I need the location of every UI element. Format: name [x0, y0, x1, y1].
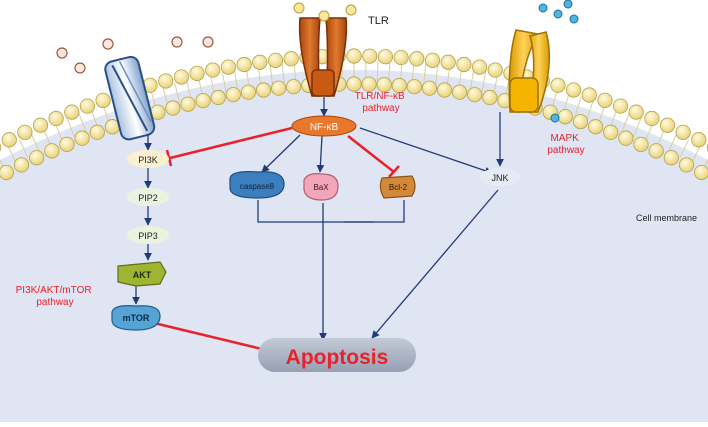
tlr-pathway-label: TLR/NF-κB pathway — [355, 91, 408, 114]
lipid-head — [634, 137, 648, 151]
lipid-head — [457, 57, 471, 71]
lipid-head — [452, 85, 466, 99]
nfkb-label: NF-κB — [310, 122, 339, 133]
apoptosis-label: Apoptosis — [286, 346, 389, 369]
lipid-head — [271, 81, 285, 95]
lipid-head — [211, 90, 225, 104]
lipid-head — [96, 93, 110, 107]
lipid-tail — [377, 60, 378, 80]
lipid-head — [649, 144, 663, 158]
lipid-head — [598, 93, 612, 107]
cell-membrane-label: Cell membrane — [636, 213, 697, 223]
caspase8-label: caspase8 — [240, 182, 275, 191]
lipid-head — [613, 99, 627, 113]
lipid-head — [363, 49, 377, 63]
lipid-head — [159, 74, 173, 88]
lipid-head — [80, 99, 94, 113]
lipid-head — [441, 55, 455, 69]
lipid-head — [60, 137, 74, 151]
tlr-pathway-label-line2: pathway — [362, 103, 399, 114]
lipid-head — [49, 111, 63, 125]
lipid-head — [558, 110, 572, 124]
lipid-head — [660, 118, 674, 132]
lipid-head — [241, 85, 255, 99]
lipid-head — [0, 140, 1, 154]
lipid-head — [14, 158, 28, 172]
lipid-head — [90, 125, 104, 139]
lipid-head — [256, 83, 270, 97]
lipid-head — [206, 63, 220, 77]
lipid-head — [437, 83, 451, 97]
lipid-head — [181, 97, 195, 111]
lipid-head — [166, 101, 180, 115]
lipid-head — [472, 60, 486, 74]
lipid-head — [422, 81, 436, 95]
lipid-head — [394, 50, 408, 64]
lipid-head — [407, 79, 421, 93]
lipid-head — [551, 78, 565, 92]
mapk-pathway-label: MAPK pathway — [547, 133, 584, 156]
lipid-head — [410, 52, 424, 66]
mapk-pathway-label-line1: MAPK — [550, 133, 579, 144]
lipid-head — [253, 55, 267, 69]
lipid-head — [2, 133, 16, 147]
lipid-head — [190, 66, 204, 80]
bcl2-label: Bcl-2 — [389, 183, 408, 192]
lipid-head — [645, 111, 659, 125]
lipid-head — [619, 131, 633, 145]
lipid-head — [483, 90, 497, 104]
lipid-head — [237, 57, 251, 71]
lipid-head — [467, 87, 481, 101]
tlr-label: TLR — [368, 15, 389, 27]
lipid-head — [692, 133, 706, 147]
lipid-head — [377, 77, 391, 91]
lipid-head — [221, 60, 235, 74]
lipid-head — [196, 93, 210, 107]
lipid-head — [582, 88, 596, 102]
lipid-head — [286, 79, 300, 93]
lipid-head — [268, 53, 282, 67]
lipid-head — [174, 70, 188, 84]
lipid-head — [664, 151, 678, 165]
lipid-head — [362, 77, 376, 91]
lipid-head — [694, 165, 708, 179]
lipid-head — [679, 158, 693, 172]
pip3-label: PIP3 — [138, 231, 158, 241]
lipid-head — [488, 63, 502, 77]
mtor-label: mTOR — [123, 313, 150, 323]
pi3k-label: PI3K — [138, 155, 158, 165]
akt-label: AKT — [133, 270, 152, 280]
lipid-head — [347, 77, 361, 91]
bax-label: BaX — [313, 183, 329, 192]
lipid-head — [0, 165, 14, 179]
lipid-head — [284, 52, 298, 66]
lipid-head — [676, 125, 690, 139]
lipid-head — [573, 114, 587, 128]
lipid-head — [566, 83, 580, 97]
pip2-label: PIP2 — [138, 193, 158, 203]
lipid-head — [347, 49, 361, 63]
jnk-label: JNK — [491, 173, 508, 183]
pi3k-pathway-label-line2: pathway — [36, 297, 73, 308]
pi3k-pathway-label-line1: PI3K/AKT/mTOR — [16, 285, 92, 296]
lipid-head — [75, 131, 89, 145]
tlr-pathway-label-line1: TLR/NF-κB — [355, 91, 405, 102]
lipid-head — [378, 49, 392, 63]
lipid-head — [29, 151, 43, 165]
lipid-head — [18, 125, 32, 139]
lipid-head — [45, 144, 59, 158]
lipid-head — [33, 118, 47, 132]
lipid-head — [629, 105, 643, 119]
lipid-head — [425, 53, 439, 67]
lipid-head — [65, 105, 79, 119]
mapk-pathway-label-line2: pathway — [547, 145, 584, 156]
lipid-head — [226, 87, 240, 101]
lipid-head — [588, 120, 602, 134]
lipid-head — [604, 125, 618, 139]
